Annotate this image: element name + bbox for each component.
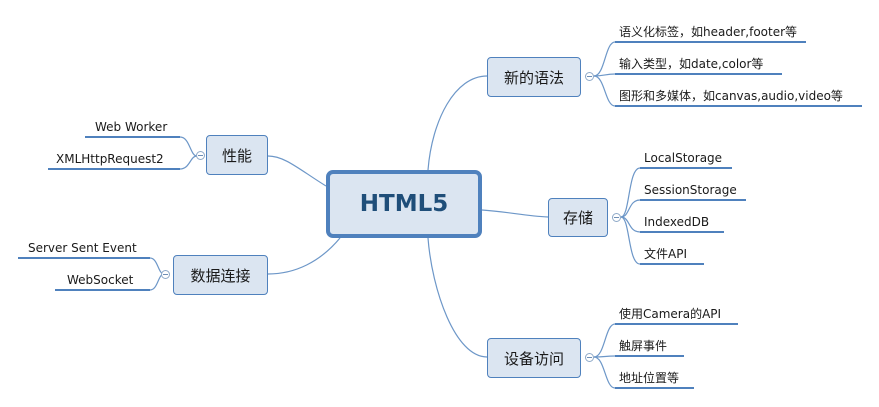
link-root-performance [267,155,327,187]
branch-node-connectivity[interactable]: 数据连接 [173,255,268,295]
link-root-syntax [427,75,488,171]
collapse-toggle-icon[interactable] [585,353,594,362]
branch-node-device[interactable]: 设备访问 [487,338,581,378]
leaf-syntax-graphics-media[interactable]: 图形和多媒体，如canvas,audio,video等 [619,89,843,103]
leaf-storage-file-api[interactable]: 文件API [644,247,687,261]
leaf-device-touch-events[interactable]: 触屏事件 [619,339,668,353]
root-node[interactable]: HTML5 [326,170,482,238]
link-device-1 [593,323,616,358]
link-root-connectivity [267,237,341,275]
branch-node-performance[interactable]: 性能 [206,135,268,175]
leaf-storage-sessionstorage[interactable]: SessionStorage [644,183,737,197]
leaf-connectivity-sse[interactable]: Server Sent Event [28,241,137,255]
leaf-syntax-semantic-tags[interactable]: 语义化标签，如header,footer等 [619,25,798,39]
link-performance-1 [179,136,198,157]
leaf-device-camera-api[interactable]: 使用Camera的API [619,307,722,321]
leaf-performance-web-worker[interactable]: Web Worker [95,120,168,134]
leaf-syntax-input-types[interactable]: 输入类型，如date,color等 [619,57,764,71]
leaf-storage-localstorage[interactable]: LocalStorage [644,151,723,165]
link-device-3 [593,356,616,389]
branch-node-storage[interactable]: 存储 [548,198,608,237]
collapse-toggle-icon[interactable] [161,270,170,279]
link-performance-2 [179,155,198,170]
link-storage-4 [620,216,641,265]
branch-node-syntax[interactable]: 新的语法 [487,57,581,97]
link-storage-2 [620,199,641,218]
collapse-toggle-icon[interactable] [196,151,205,160]
leaf-device-geolocation[interactable]: 地址位置等 [619,371,680,385]
collapse-toggle-icon[interactable] [585,72,594,81]
link-root-device [427,237,488,358]
link-syntax-1 [593,41,616,77]
link-syntax-3 [593,75,616,107]
link-root-storage [481,209,549,218]
link-storage-1 [620,167,641,218]
collapse-toggle-icon[interactable] [612,213,621,222]
leaf-performance-xhr2[interactable]: XMLHttpRequest2 [56,152,164,166]
leaf-connectivity-websocket[interactable]: WebSocket [67,273,134,287]
leaf-storage-indexeddb[interactable]: IndexedDB [644,215,710,229]
